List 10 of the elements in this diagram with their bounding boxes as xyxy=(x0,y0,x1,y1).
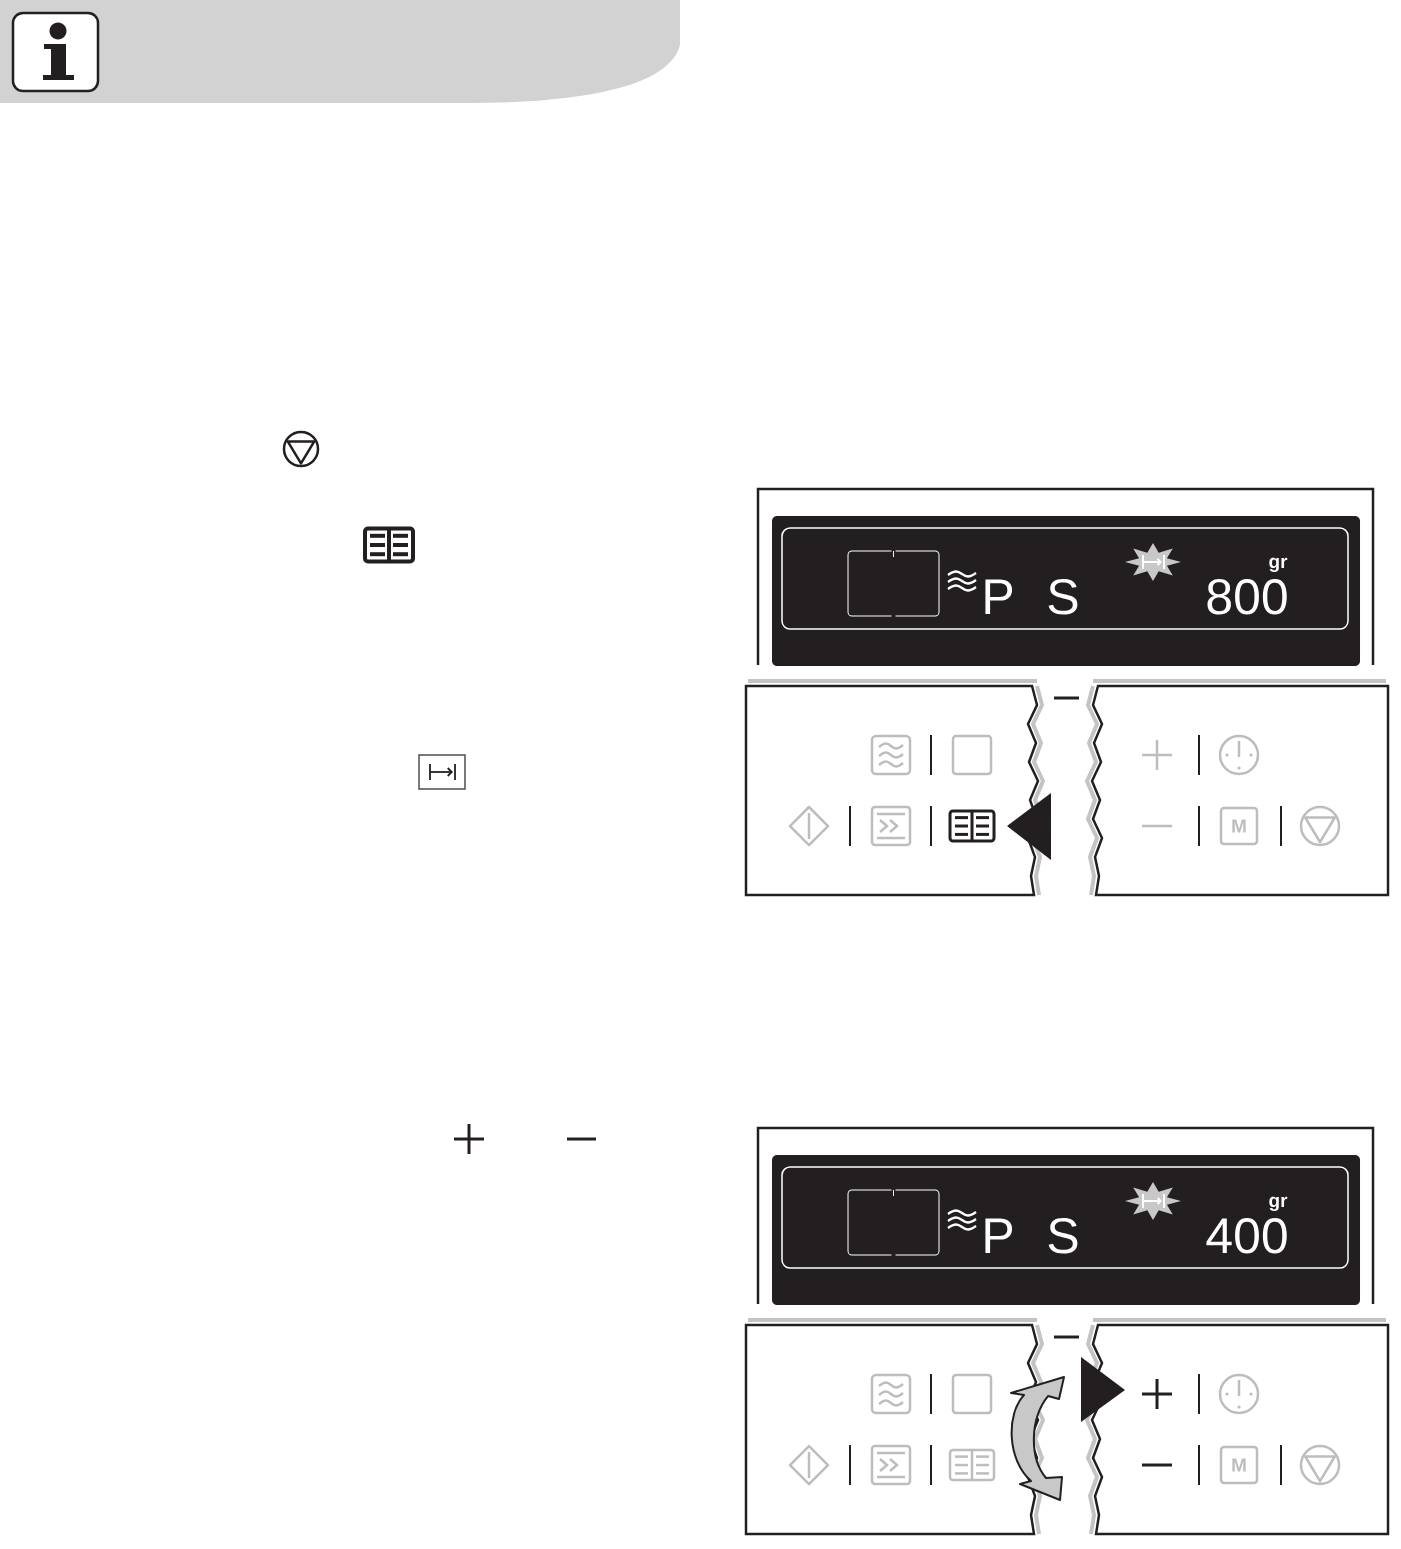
unit-label: gr xyxy=(1269,557,1288,573)
display-letter: S xyxy=(1048,579,1078,615)
memory-button: M xyxy=(1219,1445,1259,1485)
display-letter: P xyxy=(985,1218,1013,1253)
display-letter: P xyxy=(985,579,1013,614)
display-letter: S xyxy=(1048,1218,1078,1254)
display-number: 800 xyxy=(1207,579,1287,615)
memory-button: M xyxy=(1219,806,1259,846)
unit-label: gr xyxy=(1269,1196,1288,1212)
display-number: 400 xyxy=(1206,1218,1287,1254)
